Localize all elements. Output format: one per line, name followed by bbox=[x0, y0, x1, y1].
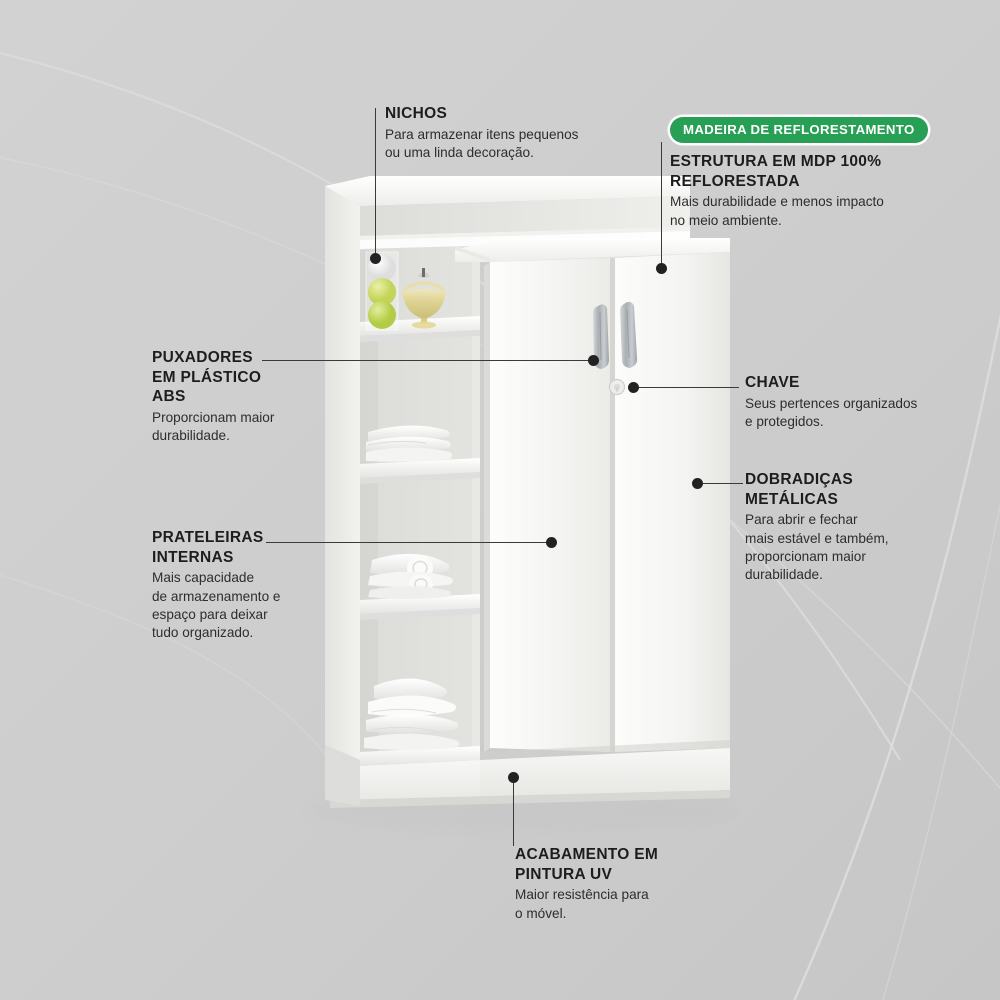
leader-line-nichos bbox=[375, 108, 377, 258]
callout-puxadores-title: PUXADORES EM PLÁSTICO ABS bbox=[152, 349, 262, 406]
leader-dot-dobradicas bbox=[692, 478, 703, 489]
leader-dot-prateleiras bbox=[546, 537, 557, 548]
leader-line-chave bbox=[633, 387, 739, 389]
callout-chave-title: CHAVE bbox=[745, 374, 800, 391]
callout-estrutura: MADEIRA DE REFLORESTAMENTO ESTRUTURA EM … bbox=[670, 117, 928, 230]
leader-line-prateleiras bbox=[266, 542, 551, 544]
leader-line-dobradicas bbox=[697, 483, 743, 485]
callout-dobradicas: DOBRADIÇAS METÁLICAS Para abrir e fechar… bbox=[745, 470, 935, 585]
leader-line-acabamento bbox=[513, 780, 515, 846]
leader-dot-estrutura bbox=[656, 263, 667, 274]
leader-line-estrutura bbox=[661, 142, 663, 268]
callout-puxadores: PUXADORES EM PLÁSTICO ABS Proporcionam m… bbox=[152, 348, 342, 446]
callout-puxadores-body: Proporcionam maior durabilidade. bbox=[152, 409, 275, 444]
callout-chave: CHAVE Seus pertences organizados e prote… bbox=[745, 373, 945, 431]
callout-acabamento-body: Maior resistência para o móvel. bbox=[515, 887, 649, 921]
callout-acabamento: ACABAMENTO EM PINTURA UV Maior resistênc… bbox=[515, 845, 730, 923]
leader-dot-nichos bbox=[370, 253, 381, 264]
callout-nichos: NICHOS Para armazenar itens pequenos ou … bbox=[385, 104, 600, 162]
leader-dot-chave bbox=[628, 382, 639, 393]
callout-estrutura-body: Mais durabilidade e menos impacto no mei… bbox=[670, 194, 884, 228]
leader-dot-puxadores bbox=[588, 355, 599, 366]
callout-nichos-title: NICHOS bbox=[385, 105, 448, 122]
callout-nichos-body: Para armazenar itens pequenos ou uma lin… bbox=[385, 126, 579, 160]
badge-madeira-reflorestamento: MADEIRA DE REFLORESTAMENTO bbox=[670, 117, 928, 143]
callout-dobradicas-title: DOBRADIÇAS METÁLICAS bbox=[745, 471, 854, 508]
callout-dobradicas-body: Para abrir e fechar mais estável e també… bbox=[745, 512, 889, 583]
callout-prateleiras-body: Mais capacidade de armazenamento e espaç… bbox=[152, 570, 281, 641]
callout-prateleiras-title: PRATELEIRAS INTERNAS bbox=[152, 529, 264, 566]
callout-prateleiras: PRATELEIRAS INTERNAS Mais capacidade de … bbox=[152, 528, 342, 643]
leader-line-puxadores bbox=[262, 360, 594, 362]
leader-dot-acabamento bbox=[508, 772, 519, 783]
callout-chave-body: Seus pertences organizados e protegidos. bbox=[745, 395, 918, 429]
callout-estrutura-title: ESTRUTURA EM MDP 100% REFLORESTADA bbox=[670, 153, 882, 190]
callout-acabamento-title: ACABAMENTO EM PINTURA UV bbox=[515, 846, 659, 883]
